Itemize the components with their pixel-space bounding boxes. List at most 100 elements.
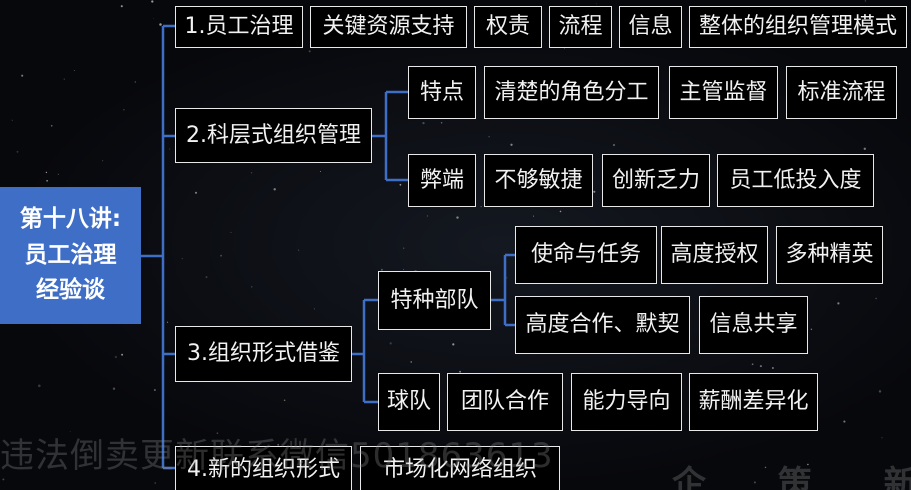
star-dot <box>102 160 104 162</box>
star-dot <box>181 257 183 260</box>
star-dot <box>426 215 429 217</box>
star-dot <box>593 190 596 193</box>
star-dot <box>16 150 19 153</box>
star-dot <box>57 173 60 175</box>
star-dot <box>73 69 75 72</box>
star-dot <box>771 367 774 369</box>
node-supervisor-oversight: 主管监督 <box>669 66 778 119</box>
star-dot <box>166 321 169 323</box>
watermark-text: 违法倒卖更新联系微信501863613 <box>0 436 554 476</box>
star-dot <box>151 0 154 3</box>
star-dot <box>612 143 616 147</box>
star-dot <box>250 172 253 174</box>
star-dot <box>595 3 597 5</box>
star-dot <box>45 171 48 174</box>
star-dot <box>480 206 482 208</box>
star-dot <box>456 216 459 219</box>
node-key-resource-support: 关键资源支持 <box>310 6 467 48</box>
star-dot <box>112 387 116 390</box>
star-dot <box>21 74 24 77</box>
star-dot <box>298 249 300 251</box>
star-dot <box>120 5 123 8</box>
node-drawbacks: 弊端 <box>408 154 476 207</box>
star-dot <box>159 23 162 26</box>
star-dot <box>878 390 882 393</box>
star-dot <box>440 122 443 124</box>
node-info-sharing: 信息共享 <box>699 296 808 354</box>
node-information: 信息 <box>619 6 682 48</box>
star-dot <box>881 437 883 439</box>
star-dot <box>153 389 156 391</box>
star-dot <box>308 50 311 53</box>
node-weak-innovation: 创新乏力 <box>602 154 710 207</box>
node-overall-org-mode: 整体的组织管理模式 <box>689 6 907 48</box>
node-sports-team: 球队 <box>378 373 440 431</box>
star-dot <box>533 215 535 217</box>
node-standard-process: 标准流程 <box>786 66 897 119</box>
star-dot <box>807 463 809 466</box>
star-dot <box>459 370 462 373</box>
node-ability-oriented: 能力导向 <box>571 373 682 431</box>
star-dot <box>313 308 315 310</box>
node-teamwork: 团队合作 <box>447 373 563 431</box>
star-dot <box>319 171 321 172</box>
star-dot <box>273 188 276 191</box>
node-pay-differentiation: 薪酬差异化 <box>689 373 818 431</box>
node-rights-responsibilities: 权责 <box>474 6 542 48</box>
branch-1-employee-governance: 1.员工治理 <box>175 6 303 48</box>
star-dot <box>277 443 280 446</box>
branch-4-new-org-form: 4.新的组织形式 <box>175 446 352 490</box>
star-dot <box>11 119 13 121</box>
star-dot <box>114 355 118 359</box>
star-dot <box>403 247 405 249</box>
node-low-engagement: 员工低投入度 <box>717 154 874 207</box>
node-clear-role-division: 清楚的角色分工 <box>484 66 659 119</box>
star-dot <box>399 183 402 186</box>
root-line-2: 员工治理 <box>24 241 117 268</box>
node-not-agile: 不够敏捷 <box>484 154 593 207</box>
node-mission-task: 使命与任务 <box>515 226 657 284</box>
node-high-authorization: 高度授权 <box>661 226 768 284</box>
star-dot <box>134 81 136 83</box>
node-diverse-elites: 多种精英 <box>776 226 883 284</box>
star-dot <box>564 48 565 50</box>
star-dot <box>810 328 813 331</box>
branch-2-hierarchical-management: 2.科层式组织管理 <box>175 108 372 163</box>
star-dot <box>121 353 124 356</box>
star-dot <box>410 361 412 363</box>
star-dot <box>843 420 846 423</box>
root-line-1: 第十八讲: <box>19 206 122 233</box>
star-dot <box>506 277 508 279</box>
star-dot <box>751 363 754 366</box>
star-dot <box>38 384 41 388</box>
star-dot <box>422 122 425 125</box>
star-dot <box>403 268 405 270</box>
star-dot <box>154 482 156 484</box>
star-dot <box>380 268 383 271</box>
node-high-cooperation: 高度合作、默契 <box>515 296 690 354</box>
node-process: 流程 <box>549 6 612 48</box>
star-dot <box>764 466 767 469</box>
star-dot <box>389 342 392 345</box>
root-topic: 第十八讲: 员工治理 经验谈 <box>0 187 141 324</box>
star-dot <box>875 297 877 300</box>
star-dot <box>230 231 232 233</box>
star-dot <box>559 210 562 213</box>
star-dot <box>2 478 5 481</box>
star-dot <box>194 191 198 194</box>
star-dot <box>50 124 53 127</box>
node-market-network-org: 市场化网络组织 <box>360 446 560 490</box>
star-dot <box>46 179 48 182</box>
star-dot <box>251 286 253 288</box>
star-dot <box>153 17 155 19</box>
corner-logo: 企 策 新 理 <box>672 464 911 490</box>
star-dot <box>283 399 286 402</box>
star-dot <box>205 276 208 279</box>
star-dot <box>837 302 840 305</box>
star-dot <box>863 147 866 150</box>
node-features: 特点 <box>408 66 476 119</box>
star-dot <box>753 481 756 484</box>
star-dot <box>220 254 223 257</box>
node-special-forces: 特种部队 <box>378 271 491 330</box>
